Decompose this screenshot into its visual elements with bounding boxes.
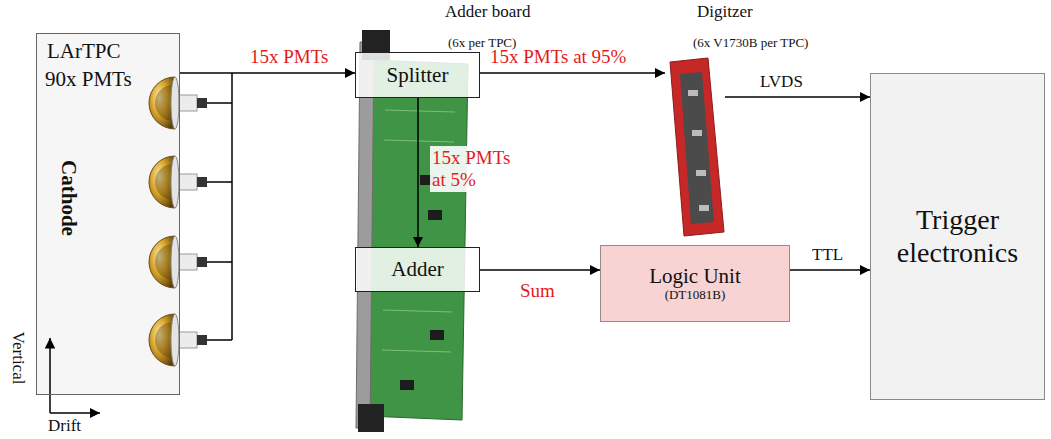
pmt-wire [207,181,232,183]
digitizer-panel [670,58,724,236]
box-label: Trigger electronics [883,204,1033,268]
digitizer-title: Digitzer [697,2,753,22]
pcb-board [366,60,468,420]
pmt-rim [171,77,179,129]
axis-label: Drift [48,416,81,436]
signal-arrow [480,269,600,271]
pmt-neck [179,174,197,190]
axis-arrow [49,338,51,413]
digitizer-board: Digitzer(6x V1730B per TPC) [665,56,725,236]
axis-label: Vertical [8,332,28,385]
axis-arrow [50,412,100,414]
logic-unit-box: Logic Unit(DT1081B) [600,245,790,322]
digitizer-connector [699,205,709,211]
pmt-wire [207,339,232,341]
cathode-label: Cathode [57,160,81,236]
pmt-symbol [149,156,232,208]
signal-label: TTL [812,245,843,265]
pcb-chip [430,330,444,340]
digitizer-connector [692,130,702,136]
pcb-trace [384,140,454,142]
signal-label: Sum [520,280,555,302]
pmt-wire [207,261,232,263]
digitizer-face [680,72,714,224]
signal-label: 15x PMTs at 5% [430,146,522,192]
pmt-connector [197,257,207,267]
pmt-rim [171,156,179,208]
pmt-neck [179,95,197,111]
front-panel [356,42,374,428]
pmt-rim [171,236,179,288]
pmt-connector [197,177,207,187]
digitizer-connector [696,170,706,176]
splitter-box: Splitter [355,52,480,98]
signal-label: 15x PMTs at 95% [490,46,626,68]
pmt-shade [155,85,173,121]
pmt-symbol [149,77,232,129]
box-label: Logic Unit [649,264,741,288]
tpc-box: LArTPC 90x PMTsCathode [36,33,180,395]
signal-label: LVDS [760,72,803,92]
pmt-neck [179,254,197,270]
model-number: (DT1081B) [665,288,726,303]
trigger-box: Trigger electronics [870,73,1045,400]
pcb-trace [383,310,452,312]
pmt-connector [197,335,207,345]
signal-arrow [790,269,870,271]
pcb-trace [382,350,451,352]
signal-arrow [725,96,870,98]
pcb-chip [428,210,442,220]
pmt-wire [207,102,232,104]
signal-arrow [480,72,665,74]
pmt-shade [155,164,173,200]
board-handle [358,404,384,432]
digitizer-connector [688,90,698,96]
adder-box: Adder [355,247,480,292]
pmt-neck [179,332,197,348]
signal-arrow [417,98,419,247]
pmt-symbol [149,314,232,366]
pmt-shade [155,322,173,358]
tpc-subtitle: 90x PMTs [45,67,132,91]
pmt-symbol [149,236,232,288]
signal-label: 15x PMTs [250,46,328,68]
box-label: Adder [391,257,443,281]
tpc-title: LArTPC [47,39,121,63]
box-label: Splitter [387,63,449,87]
pmt-connector [197,98,207,108]
adder-board: Adder board(6x per TPC)SplitterAdder [355,30,475,432]
board-title: Adder board [445,2,530,22]
pcb-trace [385,110,455,112]
collector-wire [231,73,233,340]
signal-arrow [180,72,355,74]
pcb-chip [400,380,414,390]
tpc-fill [36,33,180,395]
digitizer-note: (6x V1730B per TPC) [693,36,808,51]
pmt-rim [171,314,179,366]
pmt-shade [155,244,173,280]
